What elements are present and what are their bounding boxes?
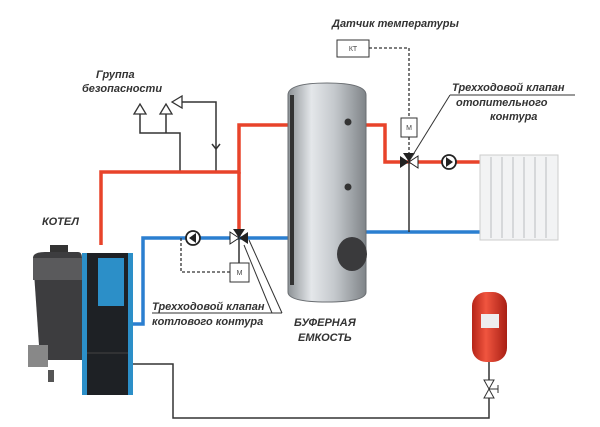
safety-group-label: Группа безопасности bbox=[82, 69, 162, 95]
check-valve-icon bbox=[211, 143, 221, 151]
boiler-pump-icon bbox=[185, 230, 201, 246]
pressure-gauge-icon bbox=[170, 94, 183, 110]
expansion-tank bbox=[472, 292, 507, 362]
svg-text:котлового контура: котлового контура bbox=[152, 316, 263, 328]
svg-text:М: М bbox=[406, 125, 412, 132]
boiler-return-pipe bbox=[133, 236, 288, 326]
svg-text:М: М bbox=[237, 270, 243, 277]
boiler bbox=[28, 245, 133, 395]
svg-text:контура: контура bbox=[490, 111, 537, 123]
motor-drive-top bbox=[400, 117, 418, 138]
buffer-tank bbox=[287, 82, 367, 303]
safety-group bbox=[132, 94, 221, 172]
air-vent-icon bbox=[158, 102, 174, 115]
boiler-three-way-valve-icon bbox=[229, 229, 248, 245]
radiator bbox=[479, 154, 559, 241]
motor-drive-bottom bbox=[229, 262, 250, 283]
svg-text:Трехходовой клапан: Трехходовой клапан bbox=[152, 301, 265, 313]
svg-text:Трехходовой клапан: Трехходовой клапан bbox=[452, 82, 565, 94]
sensor-box-label: КТ bbox=[349, 46, 358, 53]
heating-supply-pipe bbox=[366, 123, 480, 164]
heating-pump-icon bbox=[441, 154, 457, 170]
boiler-supply-pipe bbox=[99, 123, 288, 245]
boiler-label: КОТЕЛ bbox=[42, 216, 79, 228]
safety-valve-icon bbox=[132, 102, 148, 115]
temperature-sensor-label: Датчик температуры bbox=[331, 18, 460, 30]
shutoff-valve-icon bbox=[483, 379, 499, 399]
heating-three-way-valve-icon bbox=[400, 153, 419, 169]
svg-text:отопительного: отопительного bbox=[456, 97, 548, 109]
buffer-tank-label: БУФЕРНАЯ ЕМКОСТЬ bbox=[294, 317, 359, 344]
boiler-valve-label: Трехходовой клапан котлового контура bbox=[152, 239, 283, 328]
heating-valve-label: Трехходовой клапан отопительного контура bbox=[410, 82, 575, 159]
